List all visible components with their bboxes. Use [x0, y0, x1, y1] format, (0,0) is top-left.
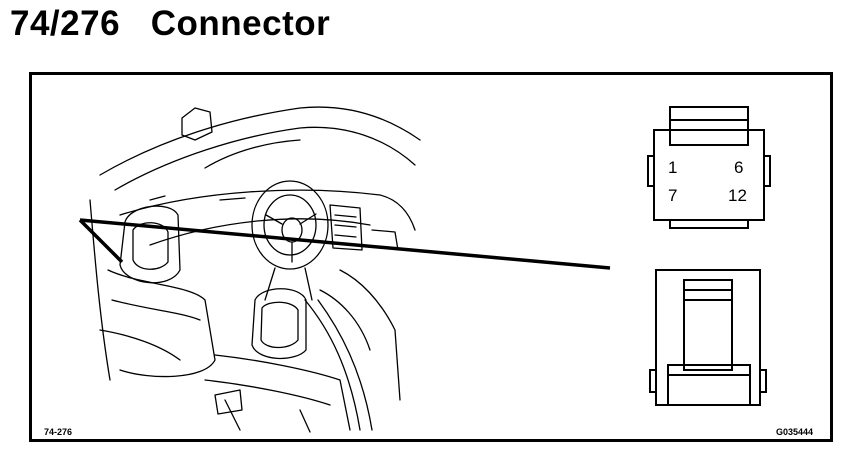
pin-12-label: 12 — [728, 186, 747, 205]
pin-7-label: 7 — [668, 186, 678, 205]
diagram-frame — [29, 72, 833, 442]
pin-1-label: 1 — [668, 158, 678, 177]
graphic-id-label: G035444 — [776, 427, 814, 437]
page-title: 74/276 Connector — [10, 4, 331, 43]
figure-reference-label: 74-276 — [44, 427, 73, 437]
pin-6-label: 6 — [734, 158, 744, 177]
